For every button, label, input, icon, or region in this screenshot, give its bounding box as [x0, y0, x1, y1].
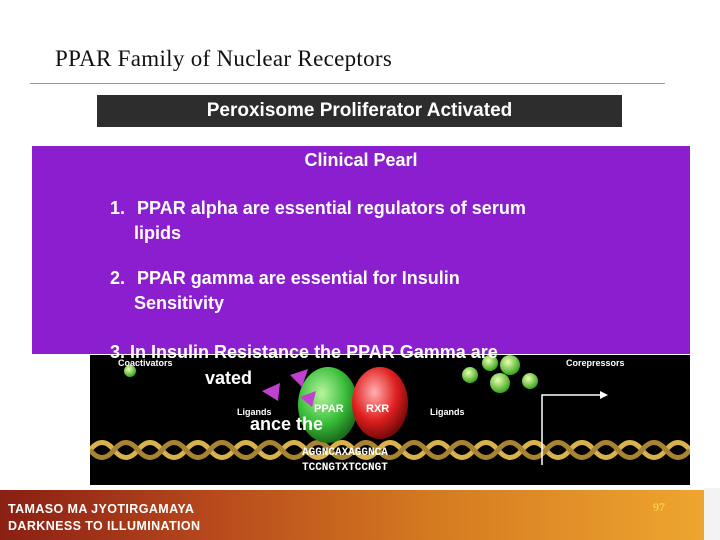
pearl-item-number: 1. — [110, 198, 126, 218]
dna-helix-icon — [90, 440, 690, 460]
clinical-pearl-heading: Clinical Pearl — [304, 150, 418, 170]
coactivators-label: Coactivators — [118, 358, 173, 368]
dna-sequence-bottom: TCCNGTXTCCNGT — [302, 462, 388, 474]
footer-bar — [0, 490, 720, 540]
pearl-item-number: 2. — [110, 268, 126, 288]
corner-strip — [704, 488, 720, 540]
corepressors-label: Corepressors — [566, 358, 625, 368]
clinical-pearl-box — [32, 146, 690, 354]
title-divider — [30, 83, 665, 84]
pearl-item-3-fragment: vated — [205, 368, 253, 388]
ppar-receptor-shape — [298, 367, 358, 443]
section-banner: Peroxisome Proliferator Activated — [97, 95, 622, 127]
slide-title: PPAR Family of Nuclear Receptors — [55, 46, 393, 71]
pearl-item-3: 3. In Insulin Resistance the PPAR Gamma … — [110, 342, 498, 362]
pearl-item-text: PPAR alpha are essential regulators of s… — [137, 198, 526, 218]
ligands-right-label: Ligands — [430, 407, 465, 417]
footer-tagline: DARKNESS TO ILLUMINATION — [8, 519, 201, 533]
footer-motto: TAMASO MA JYOTIRGAMAYA — [8, 502, 195, 516]
rxr-label: RXR — [366, 403, 390, 415]
ppar-diagram — [90, 355, 690, 485]
pearl-item-3-fragment-2: ance the — [250, 414, 324, 434]
rxr-receptor-shape — [352, 367, 408, 439]
pearl-item-text: PPAR gamma are essential for Insulin — [137, 268, 460, 288]
dna-sequence-top: AGGNCAXAGGNCA — [302, 447, 388, 459]
ppar-label: PPAR — [314, 403, 344, 415]
pearl-item-1: 1. PPAR alpha are essential regulators o… — [110, 196, 526, 246]
ligands-left-label: Ligands — [237, 407, 272, 417]
pearl-item-2: 2. PPAR gamma are essential for Insulin … — [110, 266, 460, 316]
pearl-item-text-cont: lipids — [134, 223, 182, 243]
pearl-item-text-cont: Sensitivity — [134, 293, 225, 313]
page-number: 97 — [653, 500, 665, 514]
